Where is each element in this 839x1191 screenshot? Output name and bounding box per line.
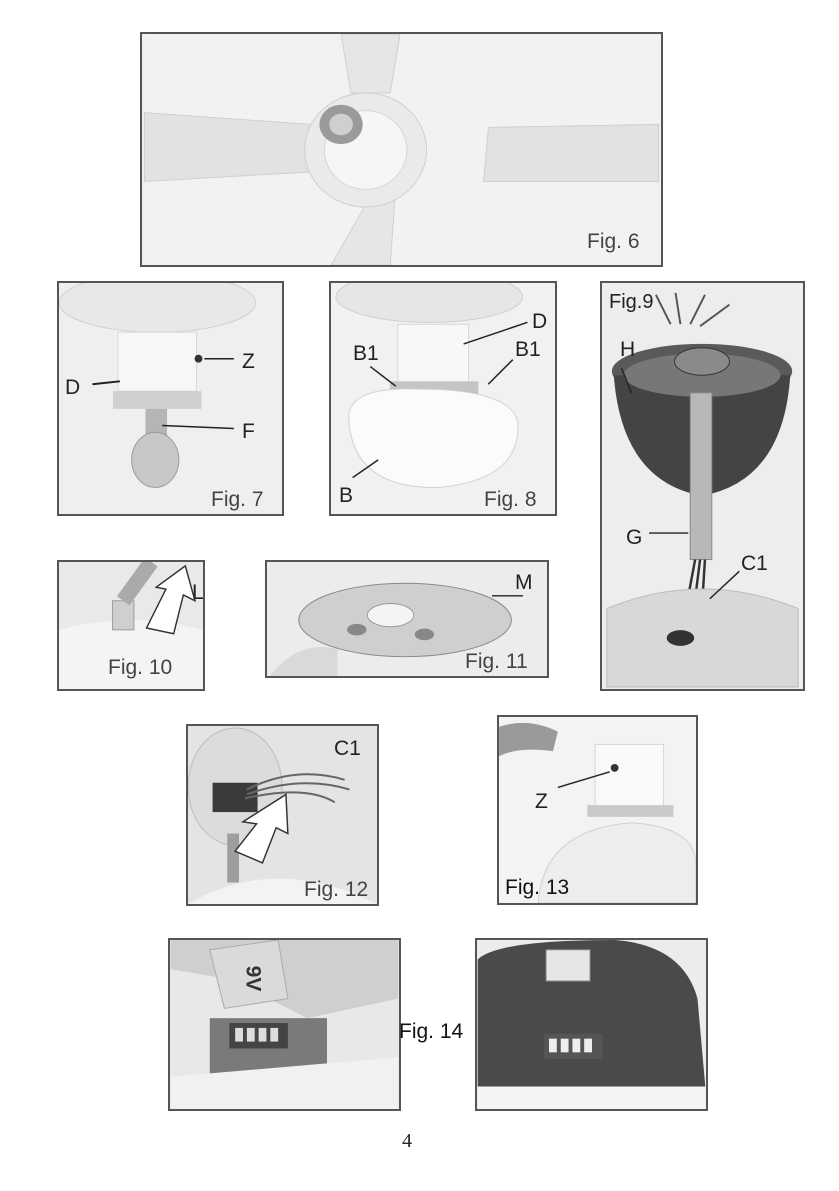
glass-shade-photo — [331, 283, 555, 514]
label-b: B — [339, 485, 353, 506]
light-kit-photo — [59, 283, 282, 514]
label-l: L — [192, 582, 204, 603]
label-g: G — [626, 527, 642, 548]
figure-14-left: 9V — [168, 938, 401, 1111]
figure-7-caption: Fig. 7 — [211, 488, 264, 512]
page-number: 4 — [402, 1130, 412, 1153]
receiver-housing-photo — [477, 940, 706, 1109]
figure-7: Z D F Fig. 7 — [57, 281, 284, 516]
label-b1-right: B1 — [515, 339, 541, 360]
figure-8: D B1 B1 B Fig. 8 — [329, 281, 557, 516]
figure-9-caption: Fig.9 — [609, 292, 653, 312]
figure-11: M Fig. 11 — [265, 560, 549, 678]
label-z: Z — [242, 351, 255, 372]
label-c1: C1 — [334, 738, 361, 759]
figure-10: L Fig. 10 — [57, 560, 205, 691]
label-m: M — [515, 572, 533, 593]
figure-6-caption: Fig. 6 — [587, 230, 640, 254]
label-c1: C1 — [741, 553, 768, 574]
label-d: D — [65, 377, 80, 398]
figure-13: Z Fig. 13 — [497, 715, 698, 905]
figure-14-right — [475, 938, 708, 1111]
label-h: H — [620, 339, 635, 360]
figure-9: Fig.9 H G C1 — [600, 281, 805, 691]
fan-blades-photo — [142, 34, 661, 265]
receiver-board-photo — [170, 940, 399, 1109]
figure-6: Fig. 6 — [140, 32, 663, 267]
figure-8-caption: Fig. 8 — [484, 488, 537, 512]
figure-13-caption: Fig. 13 — [505, 876, 569, 900]
figure-12-caption: Fig. 12 — [304, 878, 368, 902]
label-z: Z — [535, 791, 548, 812]
sticker-label: 9V — [242, 966, 263, 992]
label-f: F — [242, 421, 255, 442]
figure-14-caption: Fig. 14 — [399, 1020, 463, 1044]
label-b1-left: B1 — [353, 343, 379, 364]
label-d: D — [532, 311, 547, 332]
figure-12: C1 Fig. 12 — [186, 724, 379, 906]
figure-11-caption: Fig. 11 — [465, 650, 528, 674]
figure-10-caption: Fig. 10 — [108, 656, 172, 680]
